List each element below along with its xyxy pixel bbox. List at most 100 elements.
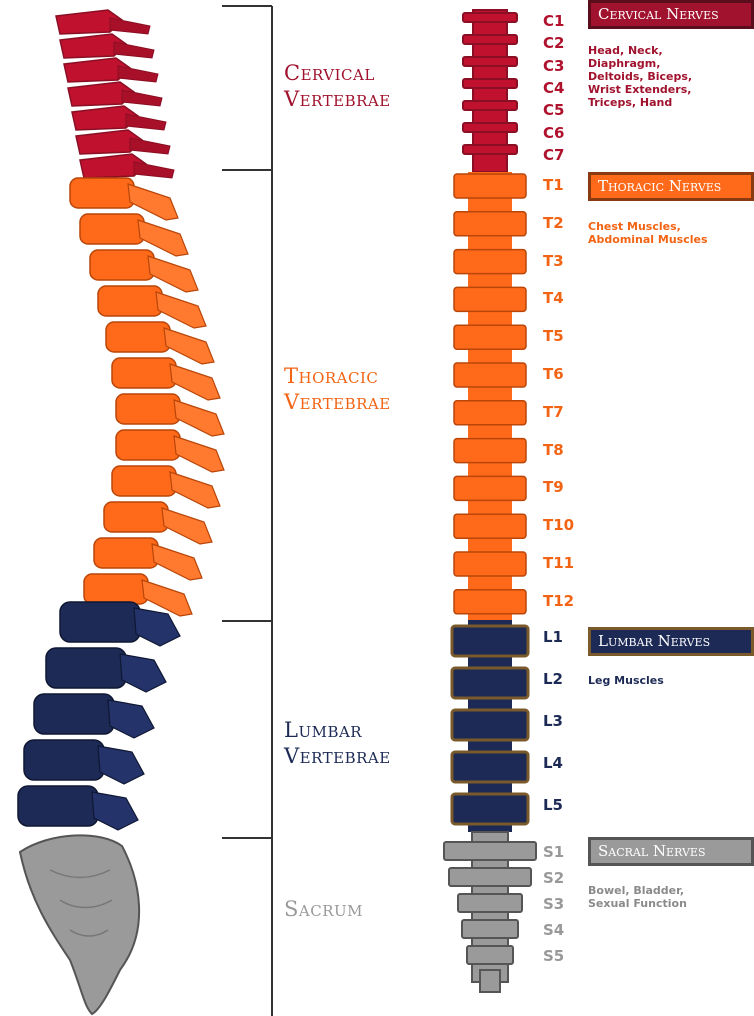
- anatomical-cervical-process: [122, 90, 162, 106]
- anatomical-lumbar-process: [108, 700, 154, 738]
- nerve-desc-lumbar-line: Leg Muscles: [588, 674, 664, 687]
- nerve-desc-sacral-line: Bowel, Bladder,: [588, 884, 687, 897]
- schematic-cervical-vertebra: [463, 79, 517, 88]
- anatomical-cervical-vertebra: [64, 58, 158, 82]
- schematic-thoracic-vertebra: [454, 590, 526, 614]
- anatomical-thoracic-body: [116, 430, 180, 460]
- vertebra-label-t8: T8: [543, 441, 583, 459]
- vertebra-label-t5: T5: [543, 327, 583, 345]
- schematic-cervical-vertebra: [463, 123, 517, 132]
- nerve-desc-cervical-line: Head, Neck,: [588, 44, 692, 57]
- anatomical-thoracic-body: [80, 214, 144, 244]
- anatomical-cervical-vertebra: [68, 82, 162, 106]
- vertebra-label-l4: L4: [543, 754, 583, 772]
- vertebra-label-c1: C1: [543, 12, 583, 30]
- anatomical-thoracic-body: [106, 322, 170, 352]
- nerve-desc-sacral-line: Sexual Function: [588, 897, 687, 910]
- nerve-box-lumbar: Lumbar Nerves: [588, 627, 754, 656]
- anatomical-vertebrae: [18, 10, 224, 1014]
- schematic-lumbar-vertebra: [452, 668, 528, 698]
- vertebra-label-s4: S4: [543, 921, 583, 939]
- anatomical-cervical-process: [126, 114, 166, 130]
- region-label-thoracic-line2: Vertebrae: [284, 389, 391, 415]
- vertebra-label-l1: L1: [543, 628, 583, 646]
- region-brackets: [222, 6, 272, 1016]
- nerve-desc-cervical-line: Deltoids, Biceps,: [588, 70, 692, 83]
- schematic-cervical-vertebra: [463, 35, 517, 44]
- anatomical-lumbar-process: [120, 654, 166, 692]
- anatomical-thoracic-process: [162, 508, 212, 544]
- vertebra-label-t6: T6: [543, 365, 583, 383]
- vertebra-label-l3: L3: [543, 712, 583, 730]
- region-label-thoracic-line1: Thoracic: [284, 363, 391, 389]
- anatomical-lumbar-vertebra: [18, 786, 138, 830]
- schematic-thoracic-vertebra: [454, 287, 526, 311]
- vertebra-label-c2: C2: [543, 34, 583, 52]
- anatomical-lumbar-process: [98, 746, 144, 784]
- anatomical-lumbar-body: [18, 786, 98, 826]
- vertebra-label-s2: S2: [543, 869, 583, 887]
- anatomical-thoracic-process: [152, 544, 202, 580]
- schematic-cervical: [463, 10, 517, 172]
- region-label-lumbar-line2: Vertebrae: [284, 743, 391, 769]
- anatomical-lumbar-process: [92, 792, 138, 830]
- vertebra-label-t11: T11: [543, 554, 583, 572]
- nerve-box-sacral: Sacral Nerves: [588, 837, 754, 866]
- schematic-coccyx: [480, 970, 500, 992]
- anatomical-cervical-process: [114, 42, 154, 58]
- nerve-title-lumbar: Lumbar Nerves: [598, 632, 710, 650]
- region-label-cervical-line2: Vertebrae: [284, 86, 391, 112]
- schematic-cervical-vertebra: [463, 13, 517, 22]
- anatomical-lumbar-vertebra: [46, 648, 166, 692]
- vertebra-label-t2: T2: [543, 214, 583, 232]
- anatomical-thoracic-process: [170, 472, 220, 508]
- anatomical-thoracic-process: [170, 364, 220, 400]
- schematic-sacral: [444, 832, 536, 992]
- nerve-box-cervical: Cervical Nerves: [588, 0, 754, 29]
- schematic-lumbar: [452, 620, 528, 832]
- vertebra-label-t1: T1: [543, 176, 583, 194]
- region-label-lumbar-line1: Lumbar: [284, 717, 391, 743]
- anatomical-thoracic-body: [116, 394, 180, 424]
- anatomical-thoracic-body: [112, 466, 176, 496]
- vertebra-label-t10: T10: [543, 516, 583, 534]
- anatomical-thoracic-body: [98, 286, 162, 316]
- vertebra-label-l2: L2: [543, 670, 583, 688]
- schematic-lumbar-vertebra: [452, 752, 528, 782]
- anatomical-lumbar-vertebra: [24, 740, 144, 784]
- anatomical-lumbar-body: [46, 648, 126, 688]
- schematic-thoracic-vertebra: [454, 363, 526, 387]
- nerve-desc-thoracic: Chest Muscles, Abdominal Muscles: [588, 220, 708, 246]
- nerve-desc-cervical: Head, Neck, Diaphragm, Deltoids, Biceps,…: [588, 44, 692, 109]
- vertebra-label-c7: C7: [543, 146, 583, 164]
- nerve-desc-cervical-line: Diaphragm,: [588, 57, 692, 70]
- schematic-thoracic-vertebra: [454, 212, 526, 236]
- schematic-cervical-vertebra: [463, 145, 517, 154]
- schematic-thoracic-vertebra: [454, 401, 526, 425]
- vertebra-label-t7: T7: [543, 403, 583, 421]
- vertebra-label-s5: S5: [543, 947, 583, 965]
- schematic-sacral-vertebra: [467, 946, 513, 964]
- vertebra-label-c3: C3: [543, 57, 583, 75]
- schematic-thoracic-vertebra: [454, 250, 526, 274]
- schematic-thoracic-vertebra: [454, 439, 526, 463]
- anatomical-lumbar-vertebra: [60, 602, 180, 646]
- nerve-title-thoracic: Thoracic Nerves: [598, 177, 721, 195]
- vertebra-label-t4: T4: [543, 289, 583, 307]
- anatomical-cervical-process: [130, 138, 170, 154]
- anatomical-thoracic-body: [84, 574, 148, 604]
- vertebra-label-l5: L5: [543, 796, 583, 814]
- schematic-sacral-vertebra: [462, 920, 518, 938]
- nerve-desc-lumbar: Leg Muscles: [588, 674, 664, 687]
- nerve-desc-thoracic-line: Abdominal Muscles: [588, 233, 708, 246]
- schematic-sacral-vertebra: [444, 842, 536, 860]
- schematic-sacral-vertebra: [449, 868, 531, 886]
- nerve-box-thoracic: Thoracic Nerves: [588, 172, 754, 201]
- schematic-spine: [444, 10, 536, 992]
- schematic-lumbar-vertebra: [452, 794, 528, 824]
- schematic-cervical-vertebra: [463, 57, 517, 66]
- anatomical-cervical-process: [134, 162, 174, 178]
- vertebra-label-c4: C4: [543, 79, 583, 97]
- anatomical-thoracic-process: [174, 436, 224, 472]
